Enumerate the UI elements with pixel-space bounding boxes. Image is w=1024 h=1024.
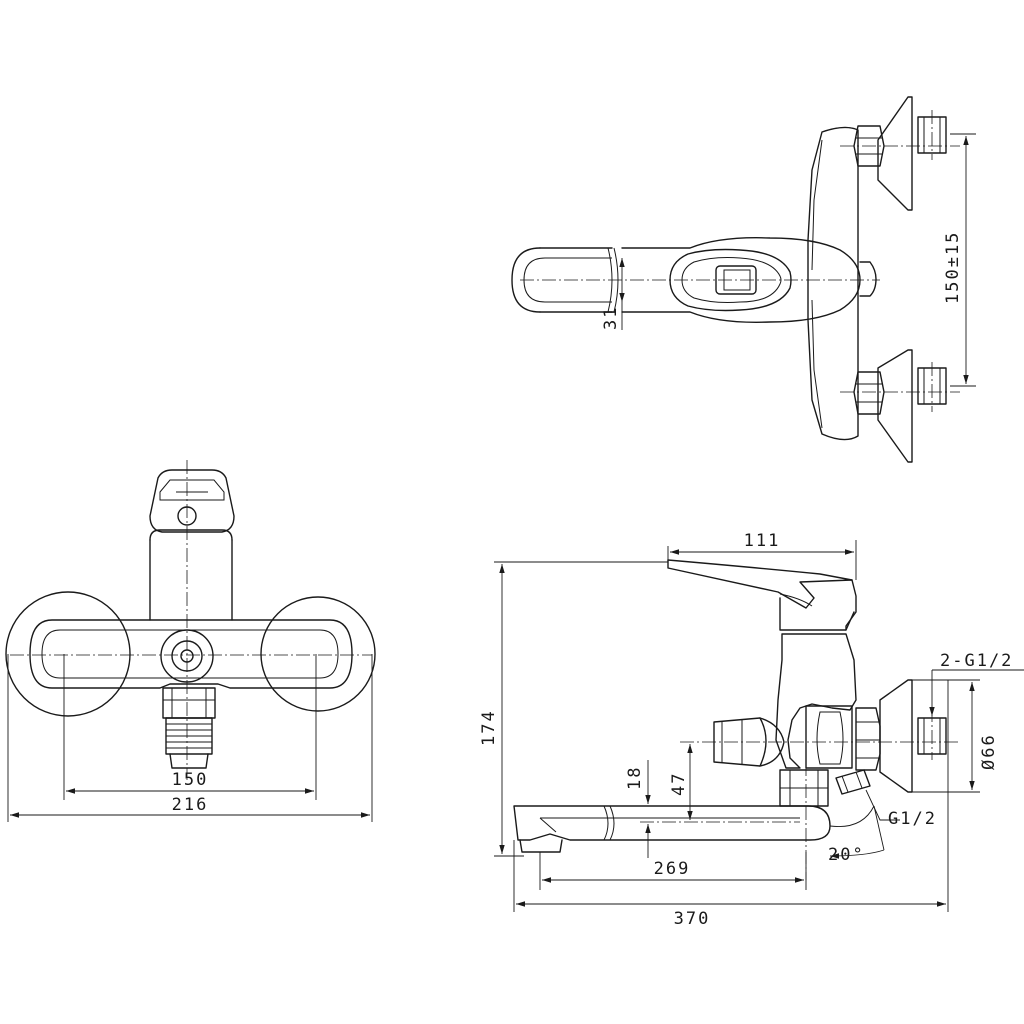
top-inlet-centerlines bbox=[840, 145, 960, 393]
dim-angle-arc bbox=[829, 805, 875, 828]
front-view: 150 216 bbox=[5, 460, 376, 822]
left-flange bbox=[5, 591, 131, 717]
dim-66-label: Ø66 bbox=[979, 733, 999, 770]
dim-174-label: 174 bbox=[479, 709, 499, 746]
handle-edges bbox=[539, 247, 613, 313]
top-inlet-lower-lines bbox=[923, 368, 941, 404]
top-flange-upper bbox=[877, 96, 913, 211]
lever-window bbox=[159, 479, 225, 501]
side-nut bbox=[855, 707, 881, 771]
side-lever-tip bbox=[779, 593, 813, 607]
side-outlet-angled bbox=[835, 769, 871, 795]
side-connector bbox=[805, 705, 853, 769]
dim-111-ext bbox=[667, 540, 857, 580]
spout-inner bbox=[539, 817, 800, 833]
dim-269-label: 269 bbox=[654, 859, 691, 879]
dim-269-ext bbox=[539, 852, 807, 890]
dim-150-15-ext bbox=[950, 133, 976, 387]
dim-outlet-thread-leader bbox=[865, 789, 900, 821]
dim-216-label: 216 bbox=[172, 795, 209, 815]
side-lever bbox=[667, 559, 857, 631]
side-view: 111 174 2-G1/2 Ø66 18 47 G1/2 20° 269 bbox=[479, 531, 1024, 929]
dim-18-label: 18 bbox=[625, 766, 645, 790]
body-bar bbox=[29, 619, 353, 689]
dim-174-ext bbox=[494, 561, 668, 857]
dim-150-label: 150 bbox=[172, 770, 209, 790]
side-flange bbox=[879, 679, 913, 793]
dim-111-label: 111 bbox=[744, 531, 781, 551]
diverter-knob-face bbox=[759, 717, 767, 767]
dim-47-label: 47 bbox=[669, 772, 689, 796]
body-bar-inner bbox=[41, 629, 339, 679]
diverter-knob bbox=[713, 717, 785, 767]
side-inlet-lines bbox=[923, 718, 941, 754]
dim-370-ext bbox=[513, 680, 949, 912]
top-nut-upper-lines bbox=[856, 137, 882, 155]
dim-150-15-label: 150±15 bbox=[943, 231, 963, 304]
right-flange bbox=[260, 596, 376, 712]
top-nut-lower-lines bbox=[856, 383, 882, 403]
handle-base-ring-inner bbox=[681, 257, 782, 303]
spout-aerator bbox=[519, 839, 563, 853]
column-top bbox=[149, 529, 233, 541]
outlet-thread-lines bbox=[166, 723, 212, 749]
dim-66-ext bbox=[912, 679, 980, 793]
top-inlet-upper-lines bbox=[923, 117, 941, 153]
dim-angle-label: 20° bbox=[828, 845, 865, 865]
lever-head bbox=[149, 469, 235, 533]
side-column bbox=[775, 633, 857, 769]
handle-base-ring bbox=[669, 248, 792, 312]
dim-angle-arrow bbox=[829, 849, 885, 859]
handle-end bbox=[511, 247, 541, 313]
dim-angle-ext bbox=[873, 805, 885, 851]
handle-window bbox=[715, 265, 757, 295]
dim-370-label: 370 bbox=[674, 909, 711, 929]
dim-inlet-thread-label: 2-G1/2 bbox=[940, 651, 1013, 671]
top-view: 31 150±15 bbox=[511, 96, 976, 463]
top-body-contour bbox=[811, 139, 823, 429]
side-lever-block bbox=[779, 597, 855, 631]
dim-216-ext bbox=[7, 654, 373, 822]
outlet-nut bbox=[162, 687, 216, 719]
spout-nut-lines bbox=[780, 770, 828, 806]
spout bbox=[513, 805, 831, 841]
side-nut-lines bbox=[856, 721, 880, 759]
outlet-tip bbox=[169, 753, 209, 769]
dim-150-ext bbox=[63, 654, 317, 800]
outlet-nut-lines bbox=[163, 688, 215, 718]
top-side-cap bbox=[859, 261, 877, 297]
spout-break bbox=[603, 805, 615, 841]
dim-outlet-thread-label: G1/2 bbox=[888, 809, 937, 829]
side-lever-top bbox=[667, 559, 853, 581]
side-connector-inner bbox=[816, 711, 844, 765]
top-flange-lower bbox=[877, 349, 913, 463]
top-body bbox=[807, 126, 859, 441]
side-outlet-angled-lines bbox=[841, 771, 863, 793]
dim-31-label: 31 bbox=[601, 306, 621, 330]
column bbox=[149, 539, 233, 621]
